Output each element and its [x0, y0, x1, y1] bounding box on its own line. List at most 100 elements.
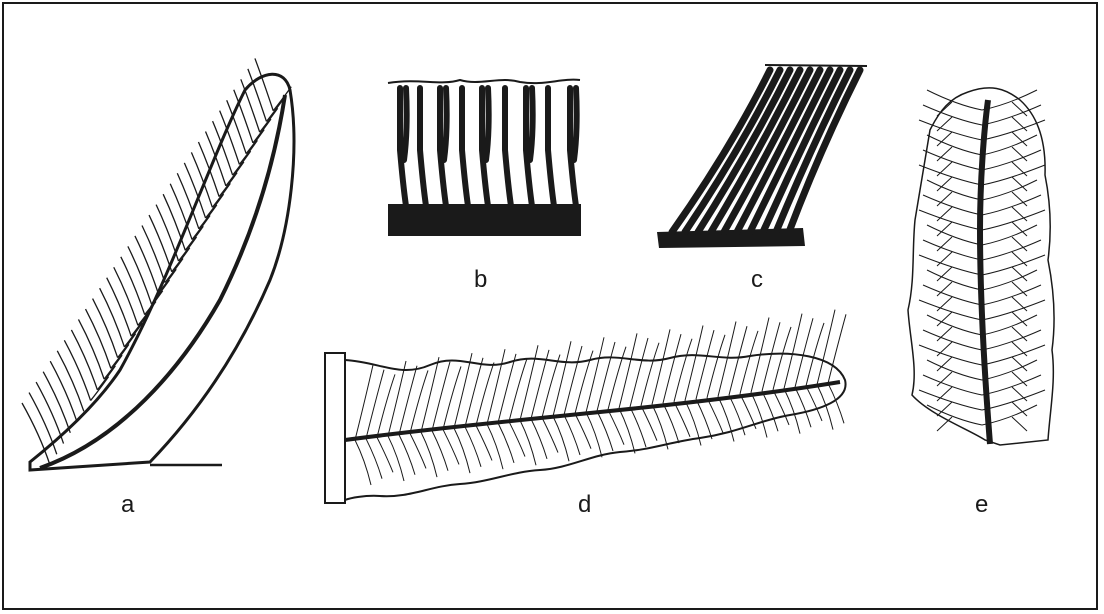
vein-d-lower: [652, 404, 668, 449]
fern-pinnule-oblique-icon: [22, 58, 294, 470]
figure-label-d: d: [578, 493, 591, 517]
vein-e-left-fork: [937, 132, 952, 146]
vein-e-left-fork: [937, 297, 952, 311]
vein-a-upper: [100, 288, 125, 347]
vein-d-upper: [454, 353, 472, 428]
vein-d-upper: [663, 334, 681, 403]
vein-d-lower: [751, 393, 767, 438]
vein-e-left: [927, 90, 982, 110]
vein-d-upper: [520, 345, 538, 420]
vein-d-lower: [619, 408, 635, 453]
figure-label-c: c: [751, 268, 763, 292]
vein-a-lower: [185, 226, 203, 250]
vein-e-left-fork: [937, 162, 952, 176]
vein-d-lower: [421, 432, 437, 477]
vein-a-upper: [234, 90, 253, 143]
vein-d-upper: [762, 322, 780, 391]
vein-d-lower: [784, 389, 800, 434]
vein-d-upper: [652, 329, 670, 404]
vein-a-upper: [50, 361, 77, 422]
vein-a-upper: [163, 194, 185, 250]
vein-a-lower: [104, 355, 122, 379]
vein-a-lower: [219, 173, 237, 197]
vein-d-upper: [828, 314, 846, 383]
venation-c-top-margin: [765, 65, 867, 66]
vein-a-upper: [128, 246, 152, 304]
vein-e-right-fork: [1012, 132, 1027, 146]
vein-d-upper: [487, 349, 505, 424]
vein-a-lower: [239, 140, 257, 164]
vein-e-right-fork: [1012, 417, 1027, 431]
vein-a-lower: [246, 130, 264, 154]
vein-d-upper: [553, 341, 571, 416]
vein-d-lower: [663, 403, 679, 443]
vein-b-trunk: [462, 88, 468, 206]
venation-detail-straight-icon: [388, 80, 581, 236]
vein-d-upper: [718, 322, 736, 397]
vein-e-right-fork: [1012, 267, 1027, 281]
vein-d-upper: [795, 318, 813, 387]
vein-b-trunk: [548, 88, 554, 206]
vein-d-lower: [487, 424, 503, 469]
vein-a-upper: [213, 121, 233, 175]
vein-a-upper: [93, 299, 118, 358]
vein-b-branch: [574, 88, 577, 160]
vein-b-trunk: [505, 88, 511, 206]
vein-a-lower: [226, 162, 244, 186]
venation-c-base-vein: [657, 228, 805, 248]
venation-b-top-margin: [388, 80, 580, 83]
vein-d-upper: [432, 362, 450, 431]
vein-a-upper: [156, 205, 178, 261]
vein-d-upper: [784, 314, 802, 389]
vein-d-lower: [520, 420, 536, 465]
vein-b-branch: [444, 88, 447, 160]
vein-a-upper: [121, 257, 145, 315]
fern-pinnule-horizontal-icon: [325, 310, 846, 503]
figure-label-a: a: [121, 493, 134, 517]
vein-e-left-fork: [937, 207, 952, 221]
vein-d-upper: [729, 326, 747, 395]
vein-e-right-fork: [1012, 312, 1027, 326]
vein-e-right-fork: [1012, 387, 1027, 401]
vein-e-left-fork: [937, 177, 952, 191]
vein-d-lower: [366, 439, 382, 479]
vein-d-lower: [531, 419, 547, 459]
vein-a-upper: [86, 309, 111, 368]
vein-a-upper: [71, 330, 97, 390]
vein-d-lower: [388, 436, 404, 481]
vein-a-lower: [192, 216, 210, 240]
vein-a-lower: [233, 151, 251, 175]
vein-e-right-fork: [1012, 342, 1027, 356]
vein-a-upper: [191, 152, 212, 207]
vein-d-upper: [586, 337, 604, 412]
vein-d-upper: [685, 325, 703, 400]
vein-d-lower: [498, 423, 514, 463]
vein-d-upper: [817, 310, 835, 385]
vein-d-lower: [465, 427, 481, 467]
vein-a-lower: [138, 301, 156, 325]
vein-e-right-fork: [1012, 207, 1027, 221]
vein-d-upper: [619, 333, 637, 408]
vein-e-left-fork: [937, 117, 952, 131]
vein-e-right-fork: [1012, 222, 1027, 236]
vein-a-upper: [107, 278, 131, 336]
vein-a-lower: [151, 280, 169, 304]
venation-b-base-vein: [388, 204, 581, 236]
vein-e-left-fork: [937, 267, 952, 281]
vein-e-right-fork: [1012, 297, 1027, 311]
vein-a-upper: [57, 351, 84, 412]
vein-a-upper: [135, 236, 158, 293]
vein-d-lower: [696, 399, 712, 439]
vein-d-lower: [795, 387, 811, 427]
vein-b-trunk: [420, 88, 426, 206]
vein-a-upper: [241, 79, 260, 132]
vein-d-upper: [531, 350, 549, 419]
vein-d-lower: [564, 415, 580, 455]
vein-e-left-fork: [937, 312, 952, 326]
vein-e-left-fork: [937, 402, 952, 416]
vein-b-branch: [486, 88, 489, 160]
vein-a-upper: [149, 215, 172, 272]
vein-a-lower: [145, 291, 163, 315]
vein-e-right-fork: [1012, 402, 1027, 416]
